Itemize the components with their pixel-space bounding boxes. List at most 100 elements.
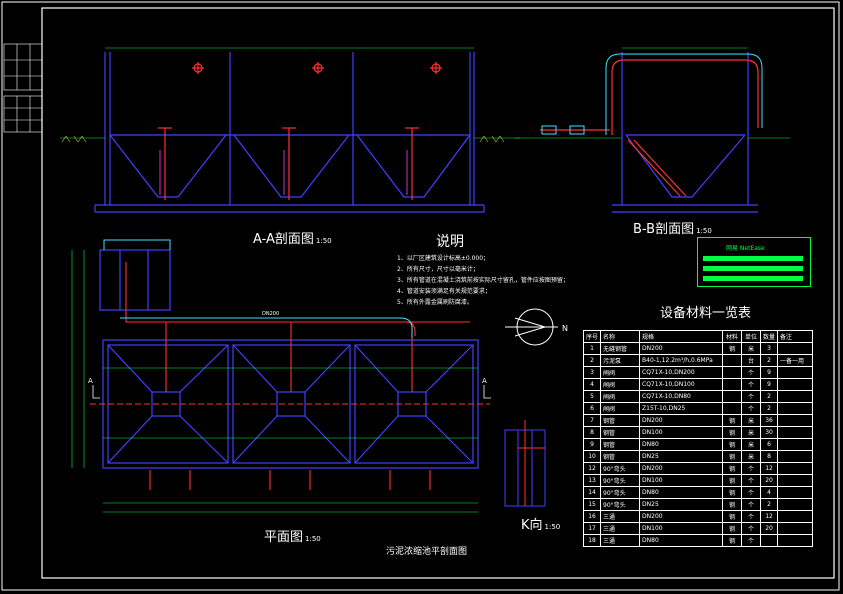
table-cell bbox=[777, 342, 814, 355]
table-cell: 台 bbox=[741, 354, 762, 367]
table-cell: 20 bbox=[760, 522, 779, 535]
table-cell: 三通 bbox=[600, 534, 641, 547]
table-cell: 钢 bbox=[722, 462, 743, 475]
table-cell: 钢 bbox=[722, 414, 743, 427]
table-cell: 闸阀 bbox=[600, 390, 641, 403]
table-cell: 一备一用 bbox=[777, 354, 814, 367]
table-cell: DN200 bbox=[639, 510, 724, 523]
table-header-cell: 规格 bbox=[639, 330, 724, 343]
table-cell: 10 bbox=[582, 450, 602, 463]
table-cell: 5 bbox=[582, 390, 602, 403]
table-cell: 个 bbox=[741, 378, 762, 391]
table-cell: DN200 bbox=[639, 462, 724, 475]
pipe-label: DN200 bbox=[262, 311, 280, 317]
table-cell: 8 bbox=[760, 450, 779, 463]
drawing-name: 污泥浓缩池平剖面图 bbox=[386, 547, 468, 557]
table-cell bbox=[777, 486, 814, 499]
table-cell bbox=[777, 366, 814, 379]
table-cell: 6 bbox=[760, 438, 779, 451]
note-item: 1、以厂区建筑设计标高±0.000； bbox=[397, 255, 490, 262]
section-marker-left: A bbox=[88, 377, 93, 385]
table-cell: 钢 bbox=[722, 426, 743, 439]
table-cell: 个 bbox=[741, 510, 762, 523]
table-cell: 18 bbox=[582, 534, 602, 547]
table-cell: 钢 bbox=[722, 522, 743, 535]
table-cell bbox=[777, 402, 814, 415]
table-cell: DN200 bbox=[639, 414, 724, 427]
table-cell: 6 bbox=[582, 402, 602, 415]
table-cell: 2 bbox=[760, 402, 779, 415]
compass-north-label: N bbox=[562, 324, 568, 333]
section-bb-drawing bbox=[515, 47, 790, 213]
table-cell: 3 bbox=[582, 366, 602, 379]
table-cell: 4 bbox=[760, 486, 779, 499]
table-cell bbox=[722, 366, 743, 379]
table-cell: 14 bbox=[582, 486, 602, 499]
table-cell: 个 bbox=[741, 534, 762, 547]
table-header-cell: 序号 bbox=[582, 330, 602, 343]
materials-table-title: 设备材料一览表 bbox=[660, 306, 752, 321]
table-cell: 个 bbox=[741, 462, 762, 475]
logo-box: 网易 NetEase bbox=[697, 237, 811, 287]
logo-text: 网易 NetEase bbox=[726, 245, 765, 252]
table-cell: 7 bbox=[582, 414, 602, 427]
table-cell: 无缝钢管 bbox=[600, 342, 641, 355]
table-cell bbox=[777, 414, 814, 427]
table-cell: CQ71X-10,DN200 bbox=[639, 366, 724, 379]
table-cell: 3 bbox=[760, 342, 779, 355]
inner-frame bbox=[41, 7, 835, 579]
table-cell: 钢管 bbox=[600, 426, 641, 439]
table-cell bbox=[777, 510, 814, 523]
table-cell: 12 bbox=[582, 462, 602, 475]
table-cell: 4 bbox=[582, 378, 602, 391]
table-cell: 钢 bbox=[722, 450, 743, 463]
table-cell: 米 bbox=[741, 342, 762, 355]
table-cell: 9 bbox=[760, 378, 779, 391]
table-cell: 9 bbox=[582, 438, 602, 451]
table-cell: 闸阀 bbox=[600, 402, 641, 415]
table-header-cell: 备注 bbox=[777, 330, 814, 343]
table-cell bbox=[722, 378, 743, 391]
note-item: 2、所有尺寸，尺寸以毫米计； bbox=[397, 266, 479, 273]
table-header-row: 序号名称规格材料单位数量备注 bbox=[582, 330, 814, 343]
left-title-strip bbox=[3, 43, 43, 133]
note-item: 4、管道安装须满足有关规范要求； bbox=[397, 288, 491, 295]
table-cell: 90°弯头 bbox=[600, 498, 641, 511]
table-cell: 1 bbox=[582, 342, 602, 355]
table-cell: 个 bbox=[741, 402, 762, 415]
table-cell: 个 bbox=[741, 474, 762, 487]
table-cell bbox=[722, 354, 743, 367]
table-cell: CQ71X-10,DN80 bbox=[639, 390, 724, 403]
table-cell bbox=[722, 402, 743, 415]
table-cell: 8 bbox=[582, 426, 602, 439]
table-cell bbox=[777, 522, 814, 535]
table-cell: 90°弯头 bbox=[600, 462, 641, 475]
table-cell: 钢管 bbox=[600, 438, 641, 451]
table-cell: DN25 bbox=[639, 450, 724, 463]
table-cell bbox=[777, 390, 814, 403]
table-cell: DN80 bbox=[639, 438, 724, 451]
note-item: 3、所有管道在混凝土浇筑前按实际尺寸留孔，管件应按图预留； bbox=[397, 277, 569, 284]
table-cell: 钢 bbox=[722, 534, 743, 547]
table-cell: 钢 bbox=[722, 498, 743, 511]
table-cell: 钢 bbox=[722, 438, 743, 451]
table-cell: DN80 bbox=[639, 486, 724, 499]
table-cell: 钢 bbox=[722, 342, 743, 355]
north-compass bbox=[505, 308, 558, 346]
table-cell: 2 bbox=[760, 354, 779, 367]
table-cell: 2 bbox=[760, 498, 779, 511]
table-cell: 闸阀 bbox=[600, 378, 641, 391]
